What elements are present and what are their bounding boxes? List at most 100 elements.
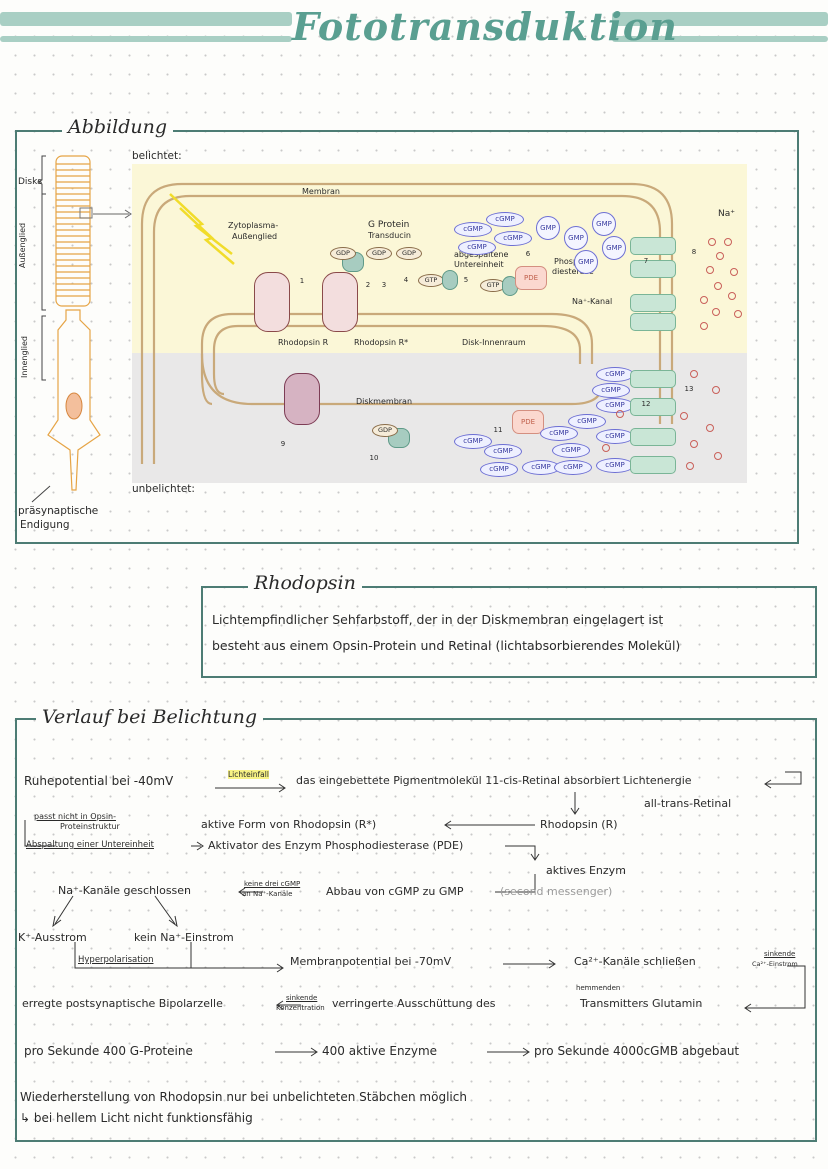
phospho-label-1: Phospho-	[554, 257, 592, 266]
step-4: 4	[403, 276, 409, 284]
cgmp-2: cGMP	[454, 222, 492, 237]
verlauf-l6b-1: keine drei cGMP	[244, 880, 301, 888]
verlauf-l12: ↳ bei hellem Licht nicht funktionsfähig	[20, 1111, 253, 1125]
verlauf-l9c: verringerte Ausschüttung des	[332, 997, 496, 1010]
header-band-right-bottom	[612, 36, 828, 42]
na-ion	[714, 282, 722, 290]
na-ion	[712, 308, 720, 316]
na-channel-open-2-bottom	[630, 456, 676, 474]
verlauf-l1c: das eingebettete Pigmentmolekül 11-cis-R…	[296, 774, 692, 787]
cgmp-4: cGMP	[458, 240, 496, 255]
rhodopsin-dark	[284, 373, 320, 425]
rhodopsin-line-2: besteht aus einem Opsin-Protein und Reti…	[212, 638, 681, 653]
nucleus	[65, 392, 83, 420]
verlauf-l3b: aktive Form von Rhodopsin (R*)	[201, 818, 377, 831]
rhodopsin-box	[201, 586, 817, 678]
na-ion	[602, 444, 610, 452]
gdp-3: GDP	[396, 247, 422, 260]
step-13: 13	[684, 385, 694, 393]
gtp-1: GTP	[418, 274, 444, 287]
verlauf-l8c: Ca²⁺-Kanäle schließen	[574, 955, 696, 968]
na-ion	[714, 452, 722, 460]
verlauf-l6c: Abbau von cGMP zu GMP	[326, 885, 464, 898]
verlauf-l9b-2: Konzentration	[276, 1004, 325, 1012]
zoom-marker	[79, 207, 93, 219]
na-channel-open-2-top	[630, 428, 676, 446]
verlauf-l7b: kein Na⁺-Einstrom	[134, 931, 234, 944]
header-band-left-top	[0, 12, 292, 26]
na-ion	[716, 252, 724, 260]
verlauf-l9b-1: sinkende	[286, 994, 318, 1002]
pde-inactive: PDE	[512, 410, 544, 434]
verlauf-l2: all-trans-Retinal	[644, 797, 732, 810]
na-ion	[680, 412, 688, 420]
diskmembran-label: Diskmembran	[356, 397, 413, 406]
verlauf-l10a: pro Sekunde 400 G-Proteine	[24, 1044, 193, 1058]
disk-innenraum-label: Disk-Innenraum	[462, 338, 526, 347]
na-ion	[712, 386, 720, 394]
cgmp-d11: cGMP	[480, 462, 518, 477]
na-ion	[730, 268, 738, 276]
step-3: 3	[381, 281, 387, 289]
cgmp-d8: cGMP	[484, 444, 522, 459]
na-ion	[734, 310, 742, 318]
step-7: 7	[643, 257, 649, 265]
light-rays	[169, 193, 235, 265]
cgmp-d5: cGMP	[540, 426, 578, 441]
verlauf-l8d-1: sinkende	[764, 950, 796, 958]
gmp-2: GMP	[564, 226, 588, 250]
verlauf-l9e: Transmitters Glutamin	[580, 997, 703, 1010]
cgmp-d1: cGMP	[596, 367, 634, 382]
na-ion	[706, 424, 714, 432]
gprotein-label-1: G Protein	[368, 220, 410, 230]
verlauf-l6a: Na⁺-Kanäle geschlossen	[58, 884, 192, 897]
disk-stack	[55, 155, 91, 307]
verlauf-l9a: erregte postsynaptische Bipolarzelle	[22, 997, 223, 1010]
na-channel-1-top	[630, 237, 676, 255]
rhodopsin-label: Rhodopsin	[248, 572, 362, 594]
na-channel-1-bottom	[630, 260, 676, 278]
rhodopsin-line-1: Lichtempfindlicher Sehfarbstoff, der in …	[212, 612, 664, 627]
na-ion	[708, 238, 716, 246]
cgmp-3: cGMP	[494, 231, 532, 246]
verlauf-label: Verlauf bei Belichtung	[36, 706, 264, 728]
na-ion	[700, 322, 708, 330]
verlauf-box	[15, 718, 817, 1142]
abgespalten-label-2: Untereinheit	[454, 260, 504, 269]
na-ion-label: Na⁺	[718, 209, 735, 219]
step-10: 10	[369, 454, 379, 462]
verlauf-l7a: K⁺-Ausstrom	[18, 931, 87, 944]
verlauf-l8a: Hyperpolarisation	[78, 955, 154, 965]
header-band-right-top	[612, 12, 828, 26]
cgmp-d3: cGMP	[596, 398, 634, 413]
na-ion	[686, 462, 694, 470]
verlauf-l6b-2: an Na⁺-Kanäle	[242, 890, 293, 898]
cell-brackets	[36, 155, 46, 381]
cgmp-d6: cGMP	[596, 429, 634, 444]
verlauf-l4b: Aktivator des Enzym Phosphodiesterase (P…	[208, 839, 464, 852]
na-kanal-label: Na⁺-Kanal	[572, 297, 613, 306]
cgmp-d9: cGMP	[552, 443, 590, 458]
na-ion	[706, 266, 714, 274]
subunit	[442, 270, 458, 290]
cgmp-1: cGMP	[486, 212, 524, 227]
na-channel-2-top	[630, 294, 676, 312]
gmp-3: GMP	[592, 212, 616, 236]
gdp-dark: GDP	[372, 424, 398, 437]
verlauf-l10b: 400 aktive Enzyme	[322, 1044, 438, 1058]
na-channel-2-bottom	[630, 313, 676, 331]
gmp-1: GMP	[536, 216, 560, 240]
synapse-label-1: präsynaptische	[18, 505, 99, 517]
header-band-left-bottom	[0, 36, 292, 42]
inner-segment	[47, 309, 101, 491]
step-6: 6	[525, 250, 531, 258]
verlauf-l10c: pro Sekunde 4000cGMB abgebaut	[534, 1044, 740, 1058]
step-8: 8	[691, 248, 697, 256]
verlauf-l3c: Rhodopsin (R)	[540, 818, 618, 831]
verlauf-l1a: Ruhepotential bei -40mV	[24, 774, 174, 788]
step-5: 5	[463, 276, 469, 284]
verlauf-l1b: Lichteinfall	[228, 770, 269, 779]
verlauf-l8d-2: Ca²⁺-Einstrom	[752, 960, 798, 968]
figure-box	[15, 130, 799, 544]
gmp-4: GMP	[574, 250, 598, 274]
